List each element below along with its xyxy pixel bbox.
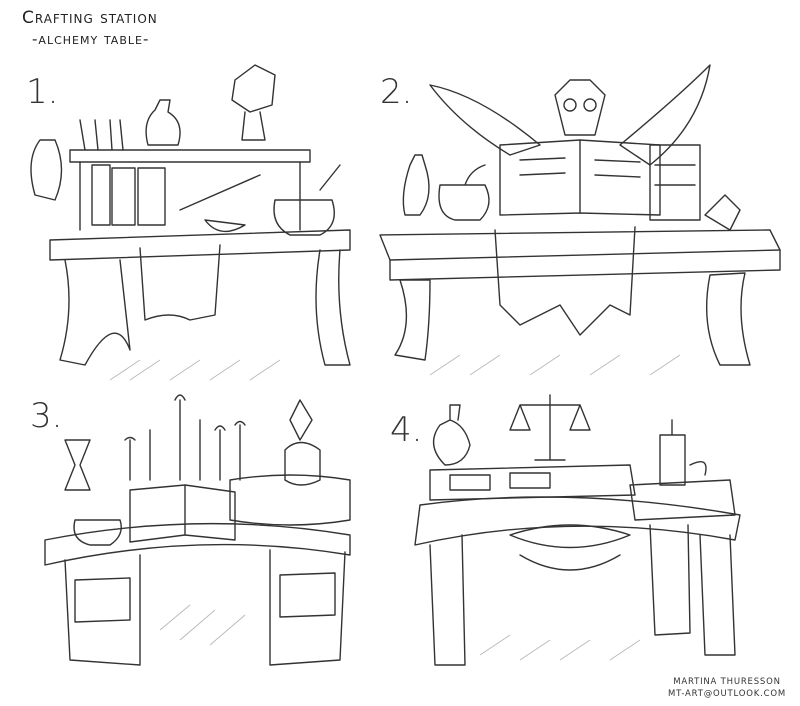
panel-2-label: 2. [380, 72, 413, 112]
page-title: Crafting station [22, 8, 158, 28]
alchemy-table-sketch-3 [44, 394, 351, 666]
panel-3-label: 3. [30, 396, 63, 436]
alchemy-table-sketch-4 [414, 394, 741, 666]
alchemy-table-sketch-1 [30, 64, 351, 381]
artist-credit: Martina Thuresson mt-art@outlook.com [668, 676, 786, 700]
panel-1-label: 1. [26, 72, 59, 112]
artist-email: mt-art@outlook.com [668, 689, 786, 699]
panel-4-label: 4. [390, 410, 423, 450]
page-subtitle: -alchemy table- [32, 30, 150, 48]
artist-name: Martina Thuresson [673, 677, 781, 687]
alchemy-table-sketch-2 [379, 64, 781, 376]
